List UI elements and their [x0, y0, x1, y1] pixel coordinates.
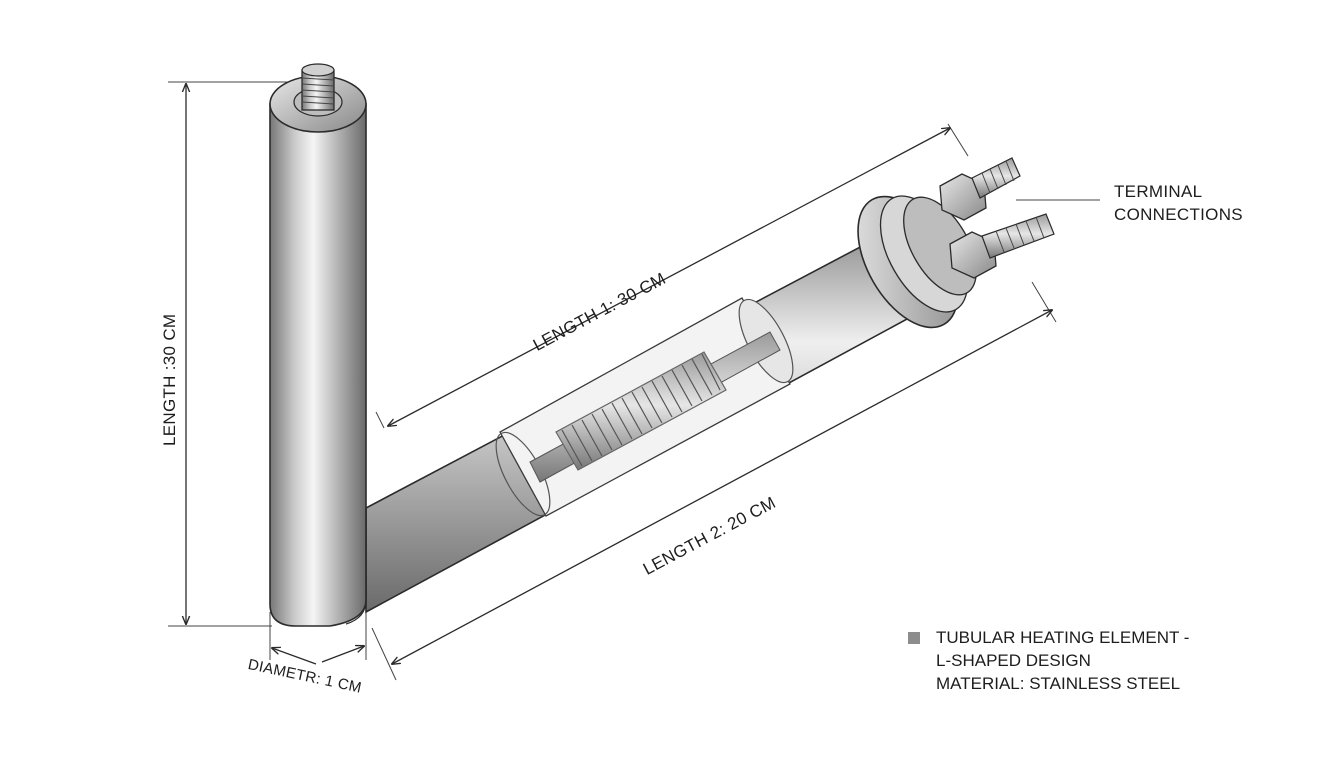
terminal-connections-label: TERMINAL CONNECTIONS	[1114, 180, 1243, 226]
vertical-length-label: LENGTH :30 CM	[160, 313, 179, 446]
top-threaded-stud	[301, 63, 335, 111]
legend-line-3: MATERIAL: STAINLESS STEEL	[936, 674, 1181, 693]
lower-terminal-stud	[949, 213, 1055, 279]
terminal-label-line2: CONNECTIONS	[1114, 205, 1243, 224]
vertical-length-dimension	[168, 81, 296, 627]
legend-swatch	[908, 632, 920, 644]
legend: TUBULAR HEATING ELEMENT - L-SHAPED DESIG…	[908, 626, 1189, 695]
legend-line-1: TUBULAR HEATING ELEMENT -	[936, 628, 1190, 647]
diameter-dimension	[269, 612, 367, 665]
upper-terminal-stud	[939, 157, 1021, 221]
vertical-tube	[269, 103, 367, 627]
cutaway-window	[495, 297, 794, 517]
length-2-dimension	[371, 281, 1057, 681]
legend-line-2: L-SHAPED DESIGN	[936, 651, 1091, 670]
terminal-label-line1: TERMINAL	[1114, 182, 1203, 201]
terminal-connections	[939, 157, 1055, 279]
top-cap	[269, 63, 367, 133]
heating-coil	[555, 351, 727, 471]
